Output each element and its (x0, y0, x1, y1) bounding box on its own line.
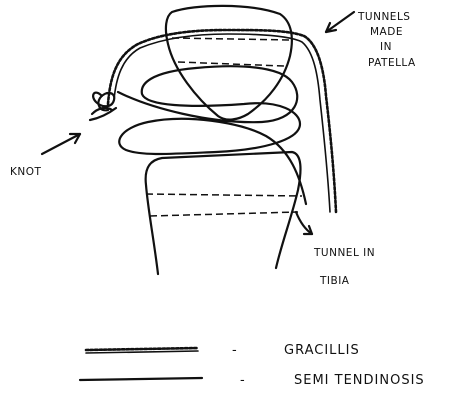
patella-arrow (326, 12, 354, 32)
legend-item-semitendinosis: - SEMI TENDINOSIS (80, 373, 425, 388)
legend-item-gracilis: - GRACILLIS (86, 343, 360, 358)
tunnels-patella-line-2: MADE (370, 26, 403, 38)
knot-label: KNOT (10, 166, 42, 178)
knot-arrow (42, 134, 80, 154)
legend-swatch-braided (86, 348, 198, 350)
tunnel-tibia-label: TUNNEL IN TIBIA (313, 247, 375, 287)
legend-swatch-solid (80, 378, 202, 380)
tunnels-patella-line-3: IN (380, 41, 392, 53)
tunnel-tibia-line-2: TIBIA (319, 275, 350, 287)
tibia-arrow (296, 212, 312, 234)
legend-dash-semitendinosis: - (240, 373, 246, 388)
legend: - GRACILLIS - SEMI TENDINOSIS (80, 343, 425, 388)
patella-tunnel-upper (172, 38, 290, 40)
tunnel-tibia-line-1: TUNNEL IN (313, 247, 375, 259)
legend-name-gracilis: GRACILLIS (284, 343, 360, 358)
tunnels-patella-line-4: PATELLA (368, 57, 416, 69)
tunnels-patella-label: TUNNELS MADE IN PATELLA (357, 11, 416, 69)
legend-dash-gracilis: - (232, 343, 238, 358)
knot-mark (90, 93, 116, 120)
tibia-tunnel-lower (150, 212, 298, 216)
tibia-tunnel-upper (146, 194, 302, 196)
tunnels-patella-line-1: TUNNELS (357, 11, 410, 23)
legend-name-semitendinosis: SEMI TENDINOSIS (294, 373, 425, 388)
